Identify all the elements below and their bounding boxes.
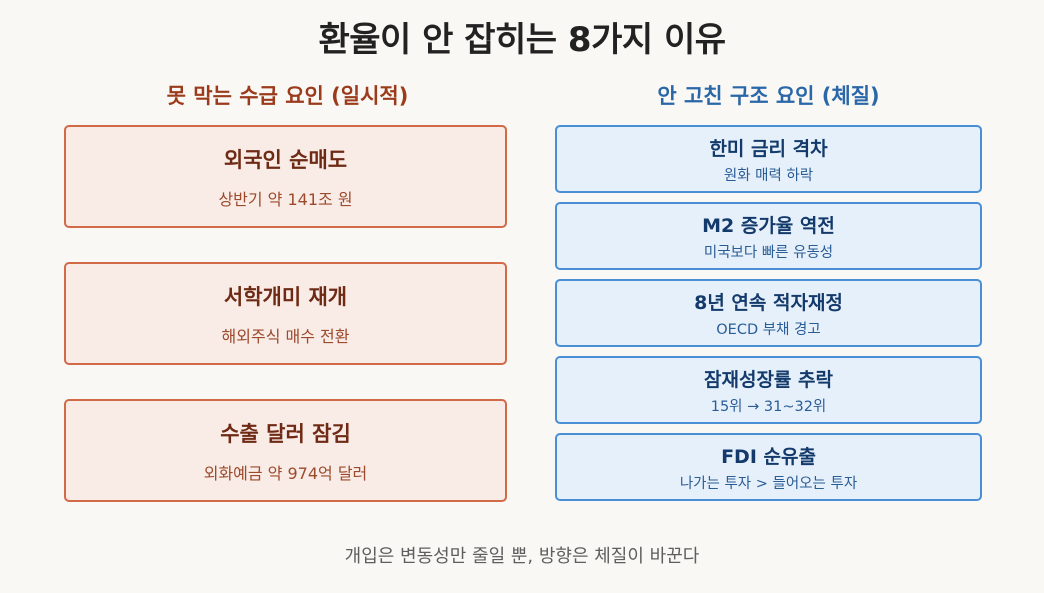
box-title: 외국인 순매도 [223,147,348,172]
box-title: 8년 연속 적자재정 [694,291,843,314]
right-box-fiscal-deficit: 8년 연속 적자재정 OECD 부채 경고 [555,279,982,347]
left-column-heading: 못 막는 수급 요인 (일시적) [166,84,409,108]
right-box-m2-growth: M2 증가율 역전 미국보다 빠른 유동성 [555,202,982,270]
box-subtitle: 나가는 투자 > 들어오는 투자 [679,475,858,492]
right-box-potential-growth: 잠재성장률 추락 15위 → 31~32위 [555,356,982,424]
box-title: 잠재성장률 추락 [704,368,833,391]
left-box-foreign-selling: 외국인 순매도 상반기 약 141조 원 [64,125,507,228]
left-box-export-dollars: 수출 달러 잠김 외화예금 약 974억 달러 [64,399,507,502]
box-subtitle: 원화 매력 하락 [723,167,814,184]
right-column-heading: 안 고친 구조 요인 (체질) [657,84,880,108]
right-box-fdi-outflow: FDI 순유출 나가는 투자 > 들어오는 투자 [555,433,982,501]
box-subtitle: 미국보다 빠른 유동성 [703,244,834,261]
box-title: 서학개미 재개 [223,284,348,309]
box-subtitle: 15위 → 31~32위 [710,398,827,415]
diagram-title: 환율이 안 잡히는 8가지 이유 [318,20,726,60]
box-subtitle: 외화예금 약 974억 달러 [203,463,368,483]
box-title: M2 증가율 역전 [702,214,835,237]
box-subtitle: 상반기 약 141조 원 [218,189,353,209]
left-box-retail-investors: 서학개미 재개 해외주식 매수 전환 [64,262,507,365]
box-subtitle: OECD 부채 경고 [716,321,821,338]
box-title: 한미 금리 격차 [709,137,828,160]
right-box-rate-gap: 한미 금리 격차 원화 매력 하락 [555,125,982,193]
box-title: 수출 달러 잠김 [220,421,351,446]
box-subtitle: 해외주식 매수 전환 [221,326,350,346]
box-title: FDI 순유출 [721,445,816,468]
footer-caption: 개입은 변동성만 줄일 뿐, 방향은 체질이 바꾼다 [344,546,700,567]
